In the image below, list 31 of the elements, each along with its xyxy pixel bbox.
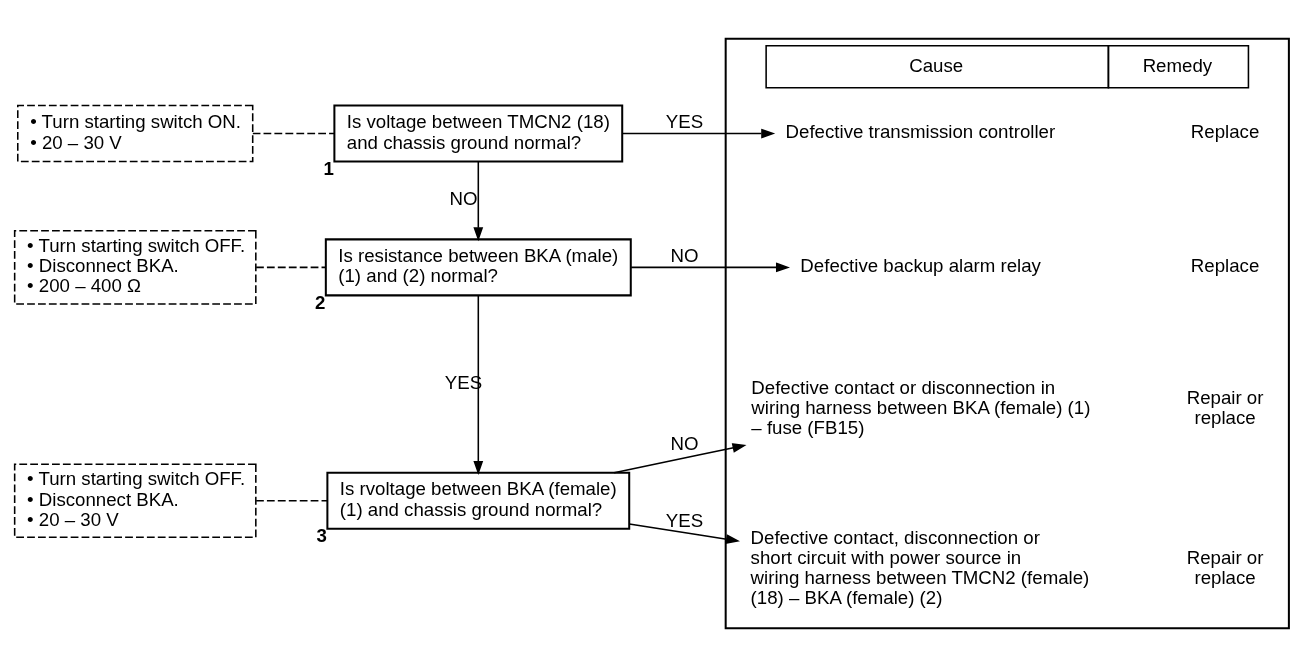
node-text: Defective contact, disconnection or short circuit with power source in wiring harness between TMCN2 (female) (18) – BKA (female) (2)	[750, 526, 1090, 608]
edge-label: YES	[665, 110, 704, 132]
arrow	[621, 128, 776, 138]
node-box: • Turn starting switch OFF. • Disconnect BKA. • 20 – 30 V	[13, 462, 257, 538]
label: Repair or replace	[1186, 546, 1264, 588]
node-box: Is voltage between TMCN2 (18) and chassis ground normal?	[333, 104, 624, 163]
node-label: 1	[323, 157, 334, 179]
label: Repair or replace	[1186, 386, 1264, 428]
node-text: Defective contact or disconnection in wiring harness between BKA (female) (1) – fuse (FB15)	[751, 376, 1091, 438]
node-box: Is rvoltage between BKA (female) (1) and chassis ground normal?	[326, 471, 631, 530]
connector	[252, 132, 335, 134]
arrow	[473, 294, 484, 475]
node-label: 3	[316, 524, 327, 546]
node-text: Defective transmission controller	[785, 120, 1056, 142]
node-box: • Turn starting switch ON. • 20 – 30 V	[17, 104, 254, 162]
arrow	[628, 522, 740, 544]
connector	[255, 499, 328, 502]
edge-label: YES	[665, 509, 704, 531]
connector	[255, 266, 327, 268]
edge-label: NO	[670, 244, 699, 266]
node-label: 2	[314, 291, 326, 313]
arrow	[613, 442, 747, 473]
node-box: • Turn starting switch OFF. • Disconnect BKA. • 200 – 400 Ω	[13, 229, 257, 305]
arrow	[630, 261, 790, 272]
edge-label: NO	[449, 187, 478, 209]
node-text: Defective backup alarm relay	[800, 254, 1041, 276]
label: Replace	[1190, 120, 1260, 142]
arrow	[473, 160, 484, 241]
node-box: Is resistance between BKA (male) (1) and (2) normal?	[324, 237, 632, 296]
label: Replace	[1190, 254, 1260, 276]
edge-label: NO	[670, 432, 699, 454]
